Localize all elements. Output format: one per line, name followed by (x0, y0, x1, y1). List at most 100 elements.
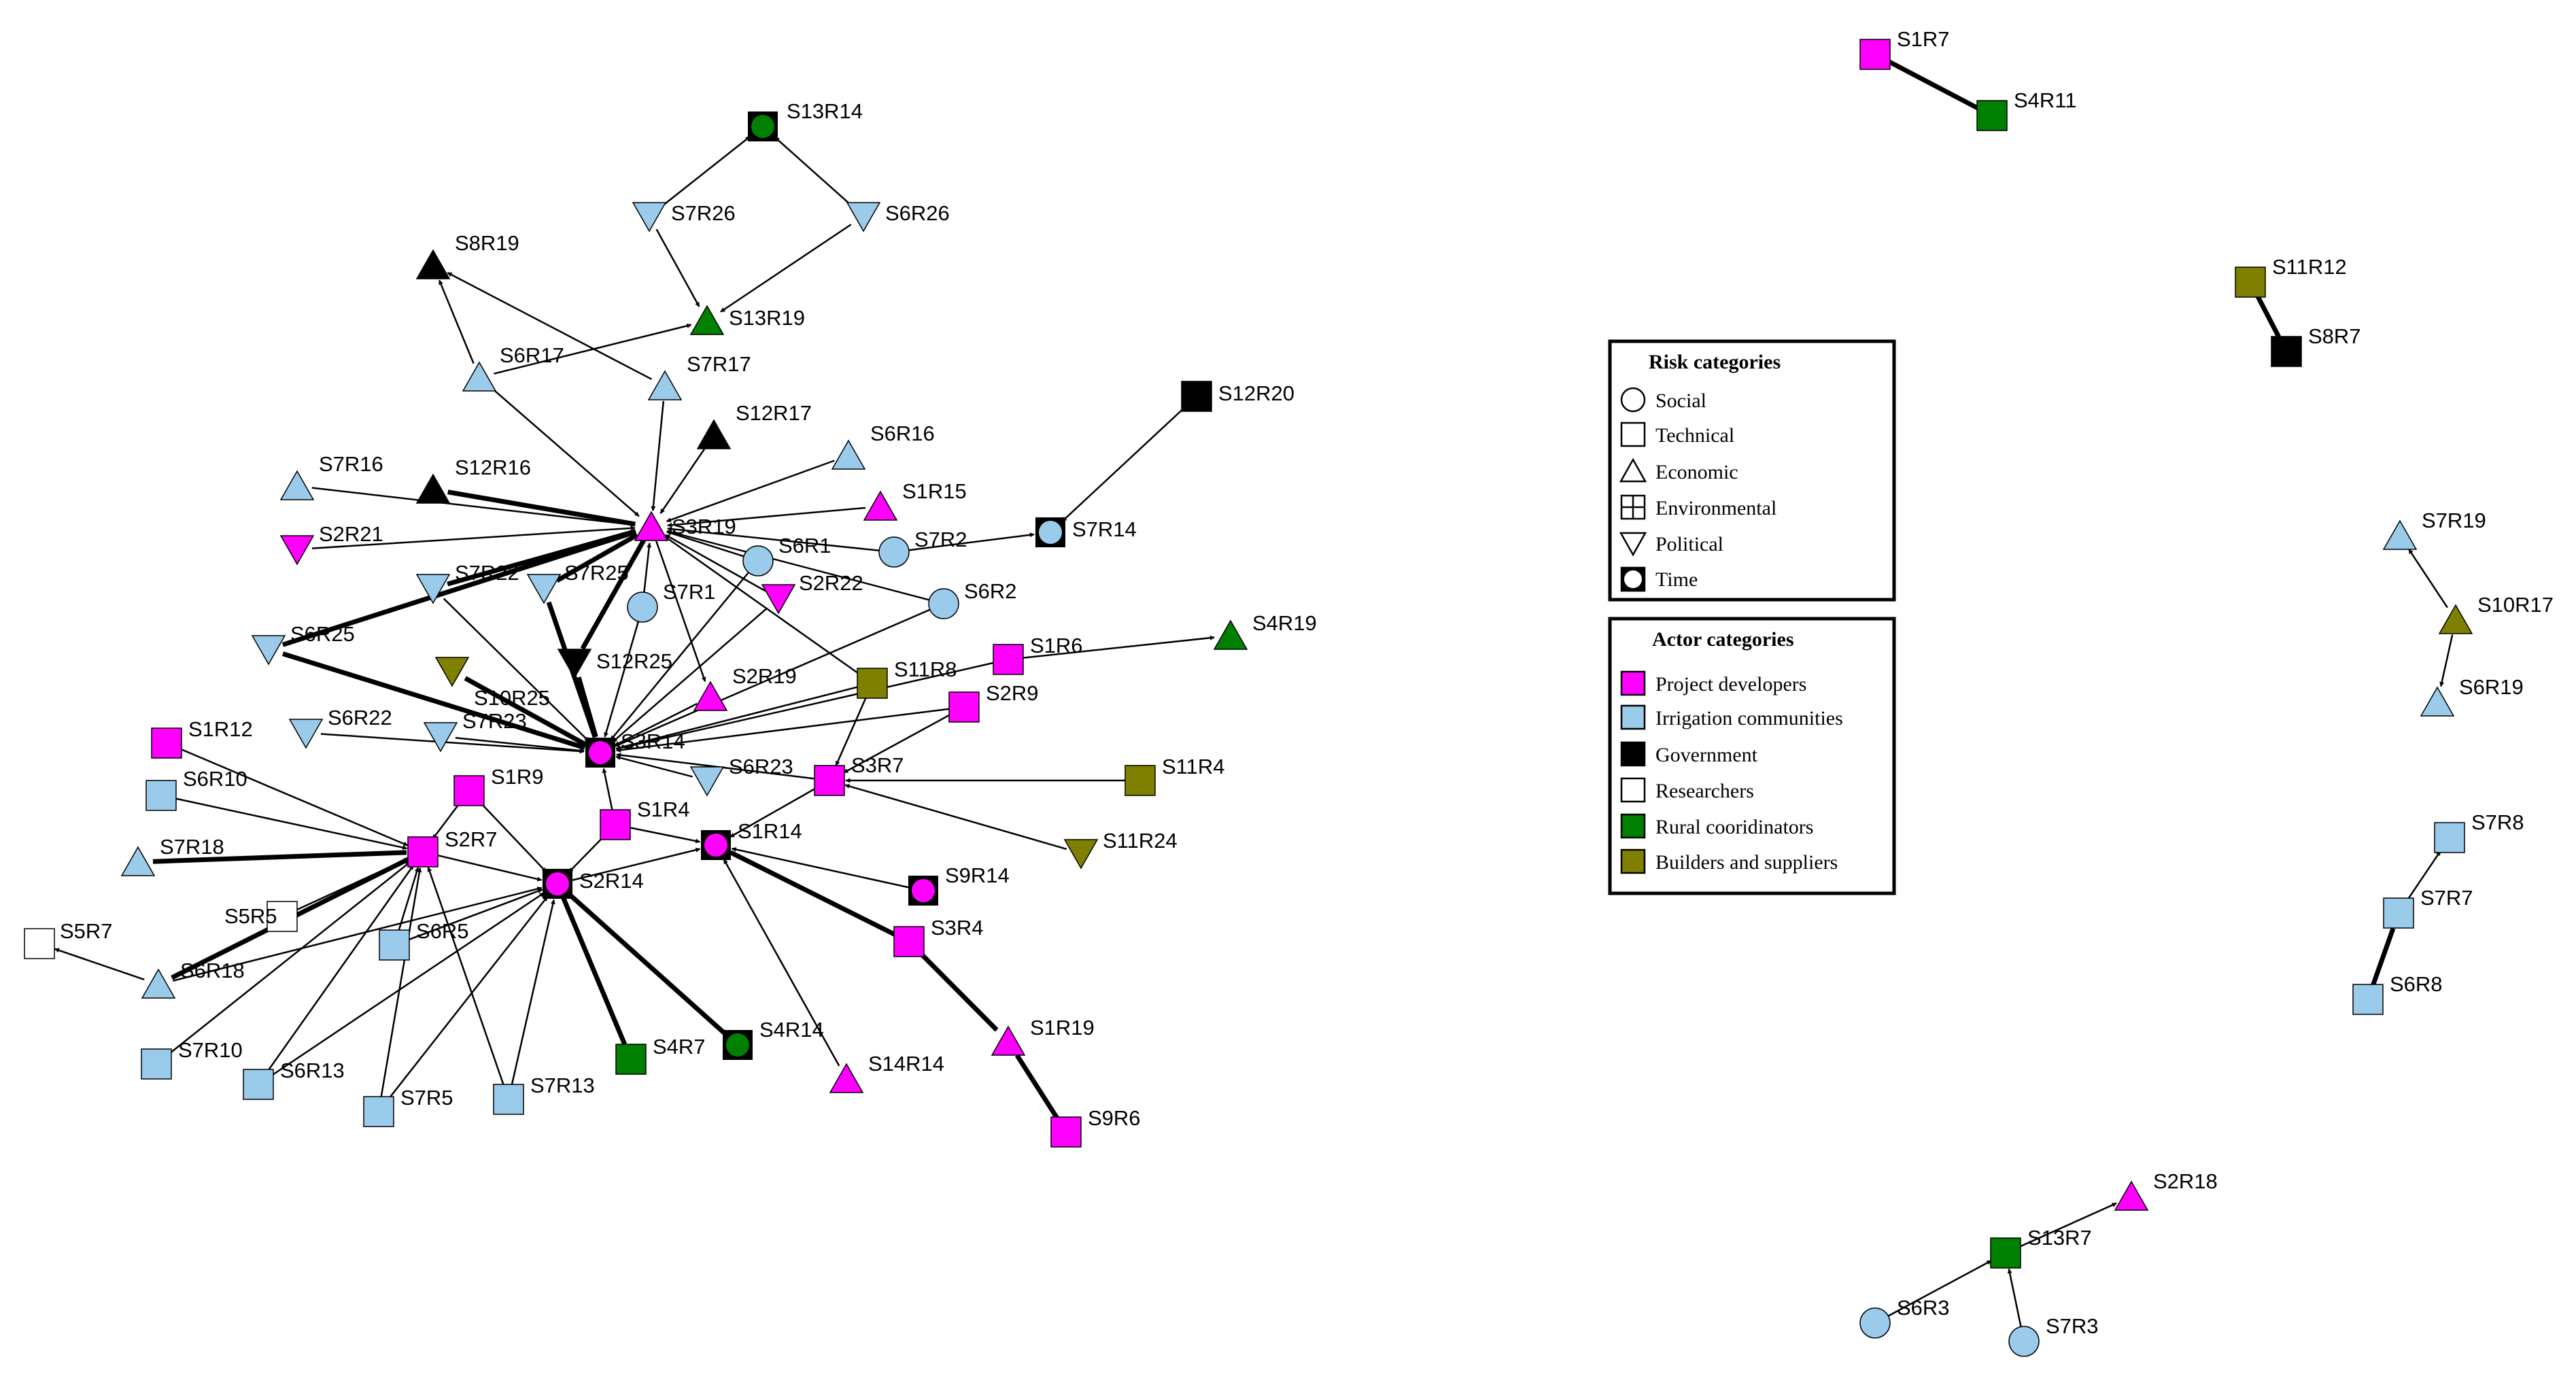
node-S4R11[interactable]: S4R11 (1976, 88, 2077, 131)
edge-S7R3-to-S13R7 (2007, 1268, 2022, 1327)
triangle-up-node-icon (279, 470, 315, 500)
node-S1R7[interactable]: S1R7 (1859, 27, 1950, 70)
node-S7R16[interactable]: S7R16 (279, 452, 383, 500)
node-S7R23[interactable]: S7R23 (423, 709, 527, 753)
node-S6R1[interactable]: S6R1 (742, 534, 831, 577)
node-label: S4R7 (653, 1035, 706, 1059)
node-S14R14[interactable]: S14R14 (829, 1052, 944, 1093)
node-S6R19[interactable]: S6R19 (2420, 675, 2524, 717)
node-S7R10[interactable]: S7R10 (141, 1038, 243, 1080)
node-S6R10[interactable]: S6R10 (145, 767, 247, 811)
node-S2R18[interactable]: S2R18 (2114, 1169, 2218, 1211)
node-S11R8[interactable]: S11R8 (857, 657, 957, 699)
triangle-down-node-icon (279, 535, 315, 566)
node-S7R19[interactable]: S7R19 (2382, 509, 2486, 550)
node-label: S1R12 (188, 717, 253, 741)
node-S6R17[interactable]: S6R17 (462, 343, 564, 392)
node-S5R7[interactable]: S5R7 (24, 919, 113, 959)
node-S7R5[interactable]: S7R5 (363, 1086, 453, 1127)
node-S3R7[interactable]: S3R7 (814, 753, 904, 796)
node-S11R24[interactable]: S11R24 (1063, 829, 1178, 870)
node-S7R14[interactable]: S7R14 (1035, 517, 1137, 547)
node-S9R14[interactable]: S9R14 (908, 863, 1010, 906)
square-node-icon (493, 1084, 524, 1115)
node-S7R7[interactable]: S7R7 (2383, 886, 2473, 929)
node-S4R19[interactable]: S4R19 (1213, 611, 1317, 650)
node-S1R14[interactable]: S1R14 (701, 819, 802, 860)
triangle-up-node-icon (141, 968, 176, 999)
node-S7R25[interactable]: S7R25 (526, 561, 629, 604)
node-label: S2R22 (799, 571, 863, 595)
node-S6R2[interactable]: S6R2 (928, 579, 1017, 619)
edge-S6R26-to-S13R19 (720, 224, 852, 313)
node-S6R25[interactable]: S6R25 (251, 622, 355, 666)
node-S1R4[interactable]: S1R4 (600, 797, 690, 840)
edge-S6R17-to-S8R19 (438, 279, 475, 364)
node-S6R8[interactable]: S6R8 (2352, 972, 2443, 1015)
node-S2R19[interactable]: S2R19 (693, 664, 797, 711)
square-node-icon (814, 765, 845, 796)
edge-S6R8-to-S7R7 (2371, 927, 2396, 986)
node-S6R23[interactable]: S6R23 (689, 755, 793, 797)
edge-S3R7-to-S1R14 (729, 787, 817, 838)
node-S2R7[interactable]: S2R7 (407, 827, 498, 868)
node-S1R9[interactable]: S1R9 (453, 765, 544, 806)
node-S6R13[interactable]: S6R13 (243, 1059, 345, 1100)
node-S7R26[interactable]: S7R26 (632, 201, 736, 233)
edge-S12R20-to-S7R14 (1061, 406, 1186, 522)
node-label: S2R14 (579, 869, 644, 893)
node-S7R1[interactable]: S7R1 (627, 580, 716, 623)
node-label: S12R17 (736, 401, 812, 425)
node-S3R19[interactable]: S3R19 (634, 511, 736, 541)
node-label: S1R6 (1030, 634, 1083, 657)
node-S2R9[interactable]: S2R9 (948, 681, 1039, 723)
node-S3R4[interactable]: S3R4 (893, 916, 984, 957)
node-S1R19[interactable]: S1R19 (991, 1016, 1095, 1056)
node-S6R5[interactable]: S6R5 (379, 919, 469, 961)
node-S6R22[interactable]: S6R22 (288, 706, 392, 749)
node-S7R3[interactable]: S7R3 (2008, 1314, 2099, 1357)
time-node-icon (543, 869, 572, 899)
node-S6R18[interactable]: S6R18 (141, 959, 245, 999)
node-S12R20[interactable]: S12R20 (1181, 381, 1294, 412)
node-S4R14[interactable]: S4R14 (723, 1018, 824, 1060)
node-S7R17[interactable]: S7R17 (647, 352, 751, 400)
node-S13R14[interactable]: S13R14 (748, 99, 863, 141)
node-S12R16[interactable]: S12R16 (415, 456, 531, 504)
node-S7R13[interactable]: S7R13 (493, 1074, 595, 1115)
node-S7R18[interactable]: S7R18 (120, 835, 224, 876)
edge-S1R9-to-S2R7 (432, 802, 461, 840)
node-S9R6[interactable]: S9R6 (1050, 1106, 1141, 1148)
node-S3R14[interactable]: S3R14 (585, 729, 685, 768)
risk-legend: Risk categories Social Technical Economi… (1608, 339, 1896, 602)
legend-actor-government: Government (1655, 744, 1758, 766)
node-S11R4[interactable]: S11R4 (1124, 755, 1225, 796)
node-S6R26[interactable]: S6R26 (846, 201, 950, 233)
node-S4R7[interactable]: S4R7 (615, 1035, 706, 1075)
node-S12R17[interactable]: S12R17 (696, 401, 812, 449)
edge-S12R25-to-S3R14 (576, 676, 598, 738)
node-S1R12[interactable]: S1R12 (151, 717, 253, 759)
node-S13R19[interactable]: S13R19 (689, 305, 805, 335)
node-S6R3[interactable]: S6R3 (1859, 1296, 1950, 1339)
node-S2R21[interactable]: S2R21 (279, 522, 383, 566)
node-S1R6[interactable]: S1R6 (993, 634, 1083, 675)
node-S1R15[interactable]: S1R15 (863, 479, 967, 521)
node-S8R19[interactable]: S8R19 (415, 231, 519, 279)
node-S2R22[interactable]: S2R22 (761, 571, 863, 615)
node-S12R25[interactable]: S12R25 (557, 649, 672, 679)
edge-S6R26-to-S13R14 (774, 137, 853, 207)
node-S5R5[interactable]: S5R5 (224, 901, 298, 932)
triangle-down-node-icon (761, 584, 796, 615)
node-S2R14[interactable]: S2R14 (543, 869, 644, 899)
node-S10R25[interactable]: S10R25 (434, 657, 550, 710)
square-node-icon (948, 691, 980, 723)
node-S7R8[interactable]: S7R8 (2434, 810, 2524, 853)
node-S13R7[interactable]: S13R7 (1990, 1226, 2092, 1269)
node-S11R12[interactable]: S11R12 (2235, 255, 2347, 298)
node-S7R2[interactable]: S7R2 (878, 528, 967, 568)
node-S6R16[interactable]: S6R16 (831, 422, 935, 470)
node-S8R7[interactable]: S8R7 (2271, 324, 2361, 367)
node-S10R17[interactable]: S10R17 (2438, 593, 2554, 634)
node-S7R22[interactable]: S7R22 (415, 561, 519, 604)
